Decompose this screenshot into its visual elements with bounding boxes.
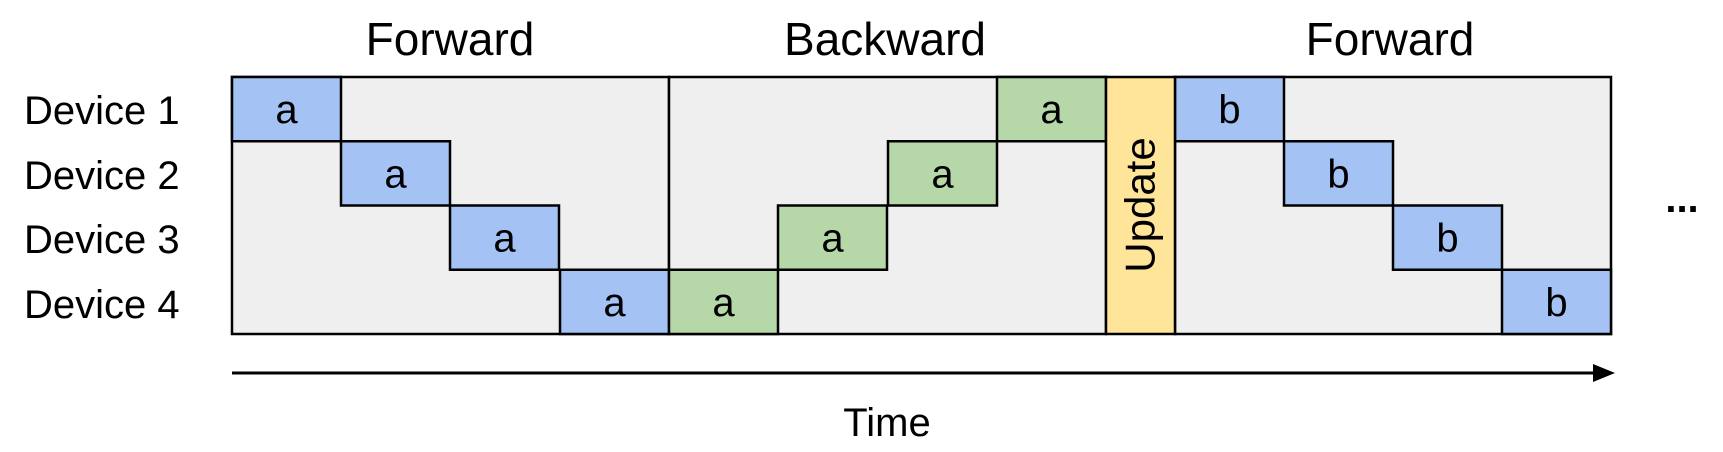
cell-label: a	[1040, 88, 1063, 132]
ellipsis: ...	[1665, 177, 1698, 221]
forward-cell-device-3-b	[1391, 204, 1504, 271]
backward-cell-device-2-a	[886, 140, 999, 207]
cell-label: a	[275, 88, 298, 132]
device-label-2: Device 2	[24, 154, 180, 198]
cells-group: a a a a a a a a b b b b	[230, 75, 1613, 336]
device-label-4: Device 4	[24, 283, 180, 327]
time-label: Time	[843, 401, 930, 445]
backward-cell-device-4-a	[667, 268, 780, 336]
forward-cell-device-2-b	[1282, 140, 1395, 207]
backward-cell-device-1-a	[995, 75, 1108, 143]
phase-label-backward: Backward	[784, 13, 986, 65]
cell-label: b	[1327, 152, 1349, 196]
update-label: Update	[1117, 137, 1164, 272]
time-arrow-head	[1593, 364, 1615, 382]
phase-label-forward-2: Forward	[1306, 13, 1475, 65]
forward-cell-device-4-a	[558, 268, 671, 336]
forward-cell-device-4-b	[1500, 268, 1613, 336]
cell-label: b	[1545, 281, 1567, 325]
update-block	[1104, 75, 1177, 336]
device-label-1: Device 1	[24, 89, 180, 133]
forward-cell-device-1-a	[230, 75, 343, 143]
cell-label: b	[1218, 88, 1240, 132]
cell-label: a	[603, 281, 626, 325]
backward-cell-device-3-a	[776, 204, 889, 271]
cell-label: a	[493, 217, 516, 261]
forward-cell-device-3-a	[448, 204, 561, 271]
cell-label: a	[712, 281, 735, 325]
cell-label: a	[821, 217, 844, 261]
phase-label-forward-1: Forward	[366, 13, 535, 65]
forward-cell-device-2-a	[339, 140, 452, 207]
device-label-3: Device 3	[24, 218, 180, 262]
cell-label: b	[1436, 217, 1458, 261]
cell-label: a	[931, 152, 954, 196]
cell-label: a	[384, 152, 407, 196]
